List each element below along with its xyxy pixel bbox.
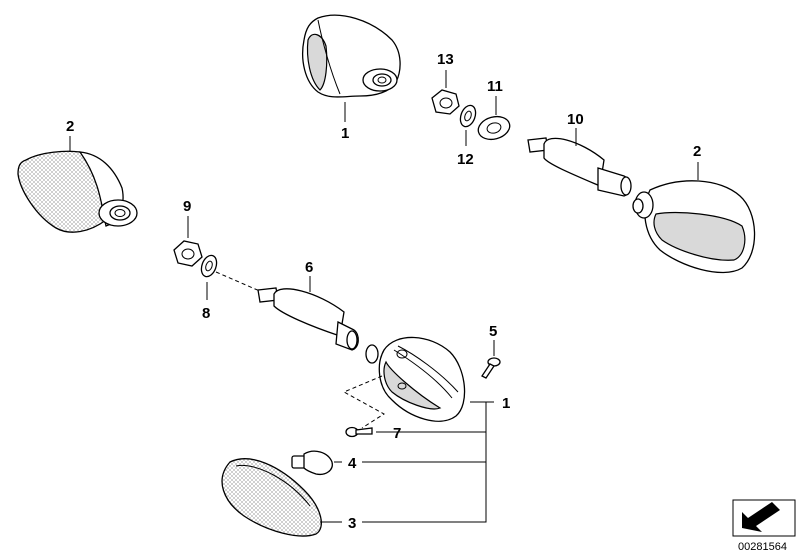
callout-7: 7 [393,425,401,442]
washer-8 [200,254,218,278]
callout-12: 12 [457,151,474,168]
stem-10 [527,137,632,197]
screw-5 [481,357,501,379]
hex-nut-13 [431,89,460,115]
callout-3: 3 [348,515,356,532]
callout-2-right: 2 [693,143,701,160]
callout-6: 6 [305,259,313,276]
washer-12 [459,104,477,128]
hex-nut-9 [173,240,203,267]
callout-1-lower: 1 [502,395,510,412]
callout-1-top: 1 [341,125,349,142]
arrow-direction-icon [732,499,796,537]
callout-5: 5 [489,323,497,340]
grommet-11 [477,115,511,141]
diagram-code: 00281564 [738,541,787,553]
indicator-right [632,180,756,274]
indicator-housing-lower [365,336,466,422]
callout-8: 8 [202,305,210,322]
callout-2-left: 2 [66,118,74,135]
callout-9: 9 [183,198,191,215]
indicator-left [17,150,138,233]
screw-7 [345,426,373,438]
bulb-4 [291,450,333,476]
callout-4: 4 [348,455,357,472]
callout-10: 10 [567,111,584,128]
callout-11: 11 [487,78,503,95]
indicator-housing-top [302,14,401,98]
stem-6 [257,287,359,351]
lens-3 [221,458,322,537]
callout-13: 13 [437,51,454,68]
